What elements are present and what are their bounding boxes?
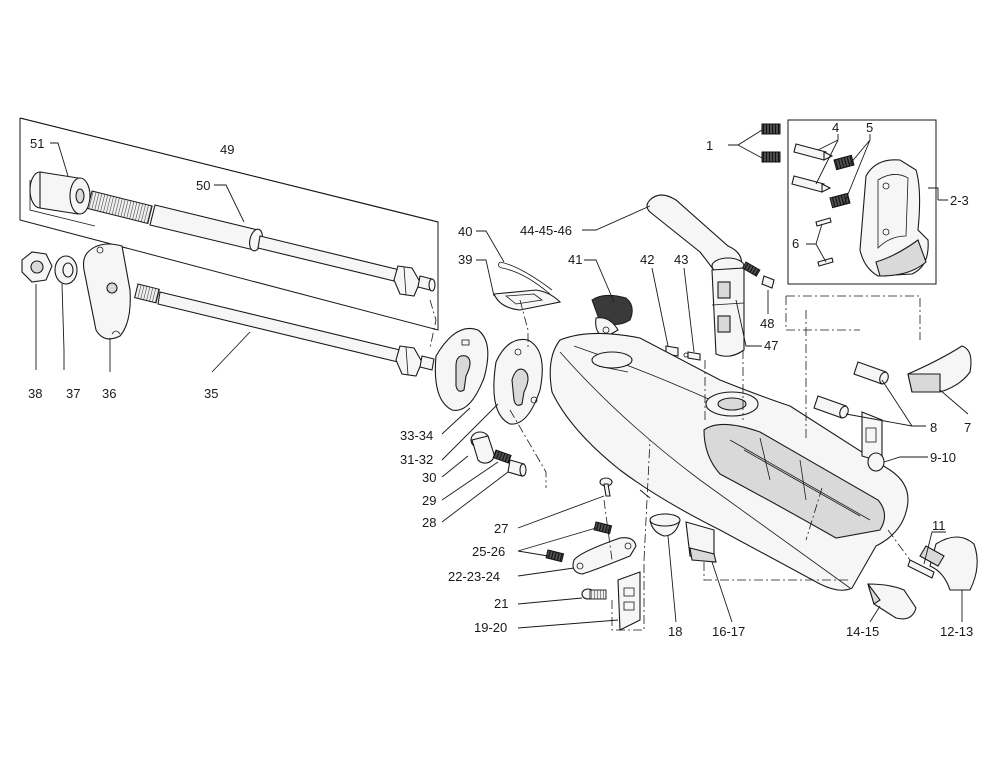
pins-8 (813, 361, 889, 419)
label-2-3: 2-3 (950, 193, 969, 208)
column-47 (711, 267, 745, 357)
label-9-10: 9-10 (930, 450, 956, 465)
label-19-20: 19-20 (474, 620, 507, 635)
washer-37 (54, 255, 78, 285)
label-41: 41 (568, 252, 582, 267)
threaded-rod-50 (87, 190, 436, 297)
spring-29 (492, 449, 512, 464)
springs-1 (761, 123, 781, 163)
label-4: 4 (832, 120, 839, 135)
label-43: 43 (674, 252, 688, 267)
label-33-34: 33-34 (400, 428, 433, 443)
label-6: 6 (792, 236, 799, 251)
handle-44-45-46 (646, 194, 745, 277)
label-44-45-46: 44-45-46 (520, 223, 572, 238)
label-31-32: 31-32 (400, 452, 433, 467)
plate-31-32 (493, 338, 543, 425)
label-25-26: 25-26 (472, 544, 505, 559)
plate-36 (82, 243, 131, 340)
label-1: 1 (706, 138, 713, 153)
label-18: 18 (668, 624, 682, 639)
screw-27 (599, 477, 613, 497)
guide-14-15 (867, 583, 917, 620)
plate-39 (493, 289, 562, 311)
label-48: 48 (760, 316, 774, 331)
plate-33-34 (434, 328, 489, 411)
nut-38 (21, 251, 53, 283)
label-5: 5 (866, 120, 873, 135)
label-8: 8 (930, 420, 937, 435)
pin-11 (907, 559, 935, 579)
cover-2-3 (859, 159, 929, 277)
label-36: 36 (102, 386, 116, 401)
latch-41 (591, 294, 633, 339)
label-35: 35 (204, 386, 218, 401)
pin-43 (683, 351, 701, 361)
label-49: 49 (220, 142, 234, 157)
label-28: 28 (422, 515, 436, 530)
threaded-rod-35 (134, 283, 435, 377)
label-27: 27 (494, 521, 508, 536)
label-42: 42 (640, 252, 654, 267)
knob-18 (649, 513, 681, 537)
lever-22-23-24 (572, 537, 637, 575)
plunger-28 (507, 459, 527, 477)
callout-labels: 1 2-3 4 5 6 7 8 9-10 11 12-13 14-15 16-1… (28, 120, 973, 639)
pins-4 (791, 143, 834, 193)
cover-kit-outline (787, 119, 937, 285)
label-30: 30 (422, 470, 436, 485)
springs-5 (829, 154, 855, 209)
label-21: 21 (494, 596, 508, 611)
label-22-23-24: 22-23-24 (448, 569, 500, 584)
plug-30 (470, 431, 495, 464)
label-40: 40 (458, 224, 472, 239)
alignment-lines (429, 295, 921, 631)
main-body (549, 332, 909, 591)
spring-clip-40 (498, 261, 553, 295)
label-50: 50 (196, 178, 210, 193)
guide-12-13 (919, 536, 978, 591)
bracket-19-20 (617, 571, 641, 631)
label-16-17: 16-17 (712, 624, 745, 639)
bracket-9-10 (861, 411, 885, 472)
label-11: 11 (932, 518, 946, 533)
bushing-51 (29, 171, 91, 215)
label-7: 7 (964, 420, 971, 435)
label-51: 51 (30, 136, 44, 151)
label-38: 38 (28, 386, 42, 401)
insert-16-17 (685, 521, 717, 563)
spring-48 (741, 261, 775, 289)
leader-lines (35, 129, 969, 629)
screw-21 (581, 588, 607, 600)
label-14-15: 14-15 (846, 624, 879, 639)
label-12-13: 12-13 (940, 624, 973, 639)
label-47: 47 (764, 338, 778, 353)
label-37: 37 (66, 386, 80, 401)
label-29: 29 (422, 493, 436, 508)
label-39: 39 (458, 252, 472, 267)
cap-7 (907, 345, 972, 393)
